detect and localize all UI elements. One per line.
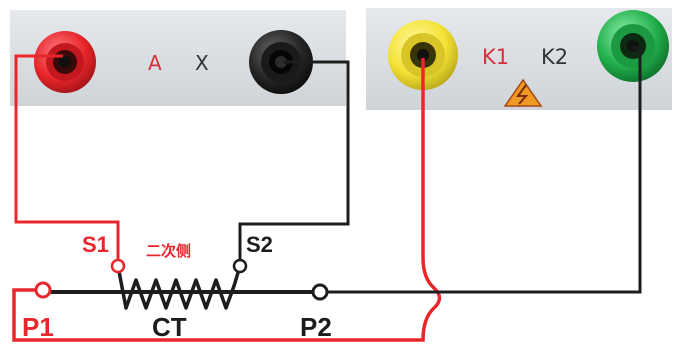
terminal-k2-label: K2 bbox=[541, 45, 568, 69]
terminal-a-label: A bbox=[148, 51, 162, 75]
high-voltage-warning-icon bbox=[503, 78, 543, 107]
p2-terminal[interactable] bbox=[311, 283, 329, 301]
ct-label: CT bbox=[152, 312, 187, 342]
s2-terminal[interactable] bbox=[232, 258, 248, 274]
s2-label: S2 bbox=[246, 232, 273, 257]
terminal-a-jack[interactable] bbox=[34, 31, 96, 93]
p2-label: P2 bbox=[300, 312, 332, 342]
p1-terminal[interactable] bbox=[34, 281, 52, 299]
s1-terminal[interactable] bbox=[110, 258, 126, 274]
terminal-x-label: X bbox=[195, 51, 209, 75]
terminal-k2-jack[interactable] bbox=[597, 10, 669, 82]
black-wire-k2-to-p2 bbox=[320, 46, 642, 294]
red-wire-k1-to-p1 bbox=[12, 58, 442, 342]
secondary-side-label: 二次侧 bbox=[146, 242, 191, 260]
terminal-k1-jack[interactable] bbox=[388, 20, 458, 90]
terminal-k1-label: K1 bbox=[482, 45, 509, 69]
p1-label: P1 bbox=[22, 312, 54, 342]
ct-secondary-coil bbox=[116, 265, 242, 310]
black-wire-x-to-s2 bbox=[238, 60, 350, 266]
left-terminal-panel: A X bbox=[8, 8, 348, 120]
red-wire-a-to-s1 bbox=[14, 54, 120, 266]
s1-label: S1 bbox=[82, 232, 109, 257]
terminal-x-jack[interactable] bbox=[249, 30, 313, 94]
right-terminal-panel: K1 K2 bbox=[366, 8, 672, 110]
